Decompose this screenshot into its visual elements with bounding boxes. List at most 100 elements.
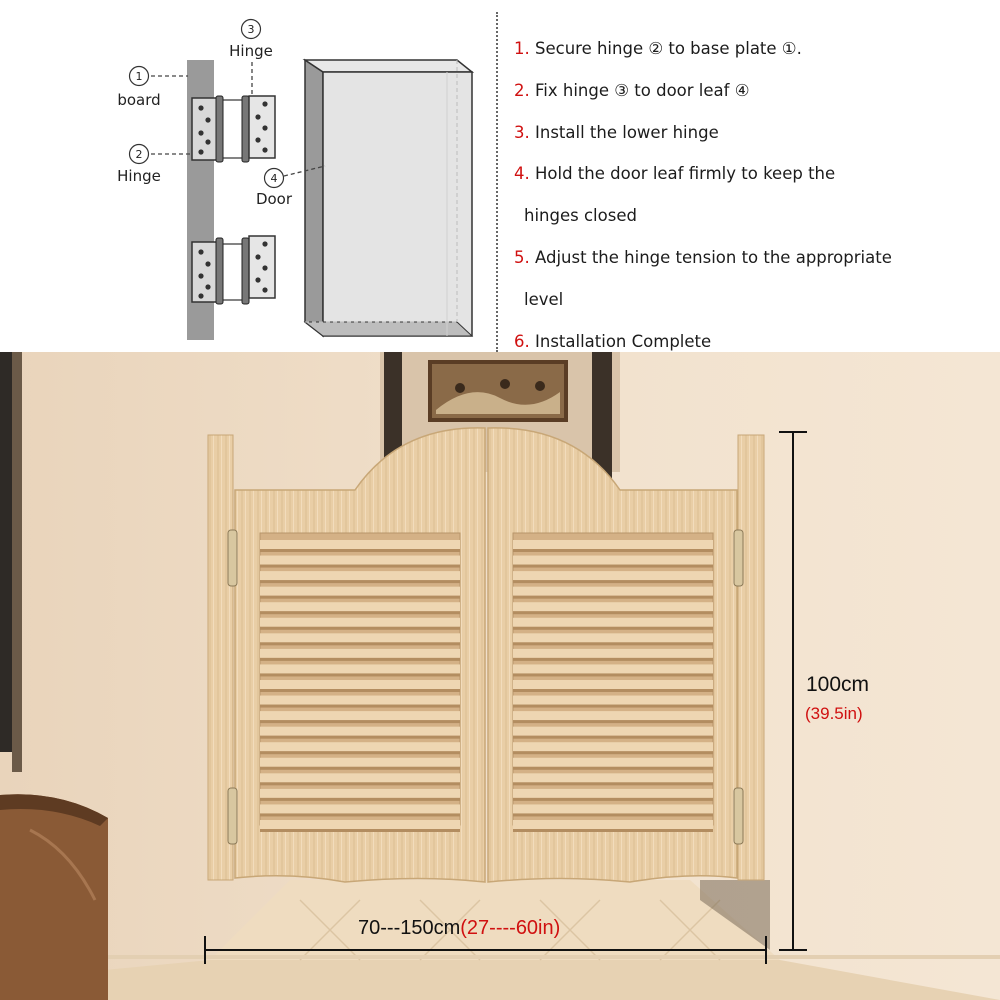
louver-slat (513, 571, 713, 581)
louver-slat (260, 711, 460, 721)
step-2: 2. Fix hinge ③ to door leaf ④ (514, 80, 750, 100)
louver-slat (260, 742, 460, 752)
louver-slat (513, 633, 713, 643)
louver-slat-shadow (260, 735, 460, 739)
board-label: board (117, 91, 160, 109)
hinge-leaf-callout: 3 Hinge (229, 18, 273, 60)
louver-slat-shadow (513, 564, 713, 568)
louver-slat (513, 726, 713, 736)
louver-slat (513, 602, 713, 612)
width-cm-label: 70---150cm (358, 917, 461, 939)
hinge-plate-callout-number: 2 (136, 148, 143, 161)
louver-slat-shadow (513, 735, 713, 739)
louver-slat-shadow (513, 782, 713, 786)
saloon-door-photo (0, 352, 1000, 1000)
louver-slat (260, 633, 460, 643)
louver-slat-shadow (513, 689, 713, 692)
louver-slat (513, 540, 713, 549)
louver-slat (260, 586, 460, 596)
height-cm-label: 100cm (806, 673, 870, 696)
louver-slat-shadow (260, 626, 460, 630)
louver-slat (260, 617, 460, 627)
louver-slat-shadow (513, 657, 713, 661)
louver-slat-shadow (260, 829, 460, 832)
louver-slat (260, 804, 460, 814)
louver-slat (513, 586, 713, 596)
louver-slat-shadow (260, 797, 460, 801)
louver-slat-shadow (260, 720, 460, 724)
louver-slat (260, 726, 460, 736)
louver-slat-shadow (260, 580, 460, 584)
louver-slats (260, 540, 713, 832)
step-4: 4. Hold the door leaf firmly to keep the (514, 164, 836, 184)
louver-slat-shadow (260, 595, 460, 599)
louver-slat (260, 695, 460, 705)
louver-slat-shadow (513, 813, 713, 817)
louver-slat-shadow (513, 595, 713, 599)
louver-slat-shadow (260, 704, 460, 708)
louver-slat-shadow (260, 611, 460, 615)
louver-slat (513, 648, 713, 658)
louver-slat (260, 648, 460, 658)
louver-slat-shadow (513, 751, 713, 755)
louver-slat-shadow (260, 642, 460, 646)
louver-slat-shadow (513, 642, 713, 646)
louver-slat-shadow (260, 782, 460, 786)
louver-slat (260, 680, 460, 689)
hinge-installation-diagram: 1 board 2 Hinge 3 Hinge 4 Door (117, 18, 475, 340)
louver-slat-shadow (260, 766, 460, 770)
louver-slat-shadow (513, 580, 713, 584)
installation-steps: 1. Secure hinge ② to base plate ①. 2. Fi… (514, 28, 984, 362)
louver-slat-shadow (513, 611, 713, 615)
louver-slat (513, 617, 713, 627)
installation-section: 1 board 2 Hinge 3 Hinge 4 Door (0, 0, 1000, 352)
louver-slat (260, 788, 460, 798)
lower-hinge (191, 235, 276, 305)
door-leaf-box (302, 58, 475, 338)
height-in-label: (39.5in) (805, 704, 863, 723)
louver-slat (513, 680, 713, 689)
width-in-label: (27----60in) (460, 917, 561, 939)
louver-slat (260, 820, 460, 829)
louver-slat (513, 820, 713, 829)
louver-slat-shadow (513, 766, 713, 770)
side-table (0, 794, 108, 1000)
louver-slat-shadow (513, 797, 713, 801)
step-1: 1. Secure hinge ② to base plate ①. (514, 39, 802, 58)
hinge-plate-label: Hinge (117, 167, 161, 185)
louver-slat (260, 540, 460, 549)
height-dimension (779, 431, 807, 951)
louver-slat-shadow (513, 829, 713, 832)
hinge-plate-callout: 2 Hinge (117, 143, 161, 185)
louver-slat-shadow (260, 751, 460, 755)
louver-slat (260, 757, 460, 767)
louver-slat (513, 742, 713, 752)
width-label: 70---150cm(27----60in) (358, 917, 560, 940)
louver-slat-shadow (260, 564, 460, 568)
step-4-continued: hinges closed (524, 206, 637, 226)
louver-slat (513, 664, 713, 674)
louver-slat (260, 773, 460, 783)
door-callout: 4 Door (256, 167, 293, 208)
upper-hinge (191, 95, 276, 163)
wall-painting (428, 360, 568, 422)
louver-slat (513, 788, 713, 798)
louver-slat-shadow (513, 626, 713, 630)
louver-slat (513, 711, 713, 721)
louver-slat-shadow (513, 673, 713, 677)
louver-slat (513, 555, 713, 565)
louver-slat-shadow (260, 657, 460, 661)
louver-slat-shadow (260, 813, 460, 817)
louver-slat-shadow (513, 549, 713, 552)
louver-slat (260, 602, 460, 612)
step-5-continued: level (524, 289, 564, 309)
louver-slat-shadow (260, 689, 460, 692)
dotted-divider (496, 12, 498, 352)
louver-slat (513, 773, 713, 783)
hinge-leaf-callout-number: 3 (248, 23, 255, 36)
louver-slat (513, 804, 713, 814)
louver-slat (260, 555, 460, 565)
louver-slat (260, 664, 460, 674)
door-callout-number: 4 (271, 172, 278, 185)
